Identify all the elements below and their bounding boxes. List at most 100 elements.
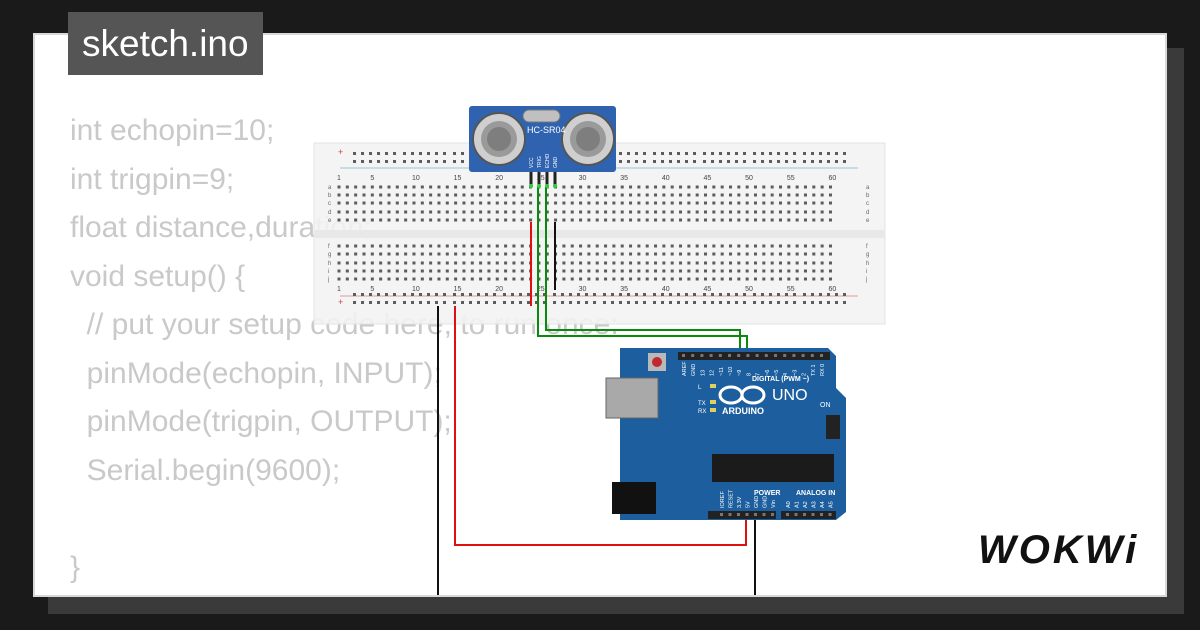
column-number: 50: [745, 175, 753, 182]
digital-pin-label: 2: [802, 373, 808, 376]
on-label: ON: [820, 402, 831, 409]
code-line: pinMode(echopin, INPUT);: [70, 356, 442, 390]
arduino-uno-board[interactable]: UNO ARDUINO DIGITAL (PWM ~) POWER ANALOG…: [605, 348, 846, 520]
wires: [437, 186, 756, 595]
power-pin-label: 3.3V: [737, 496, 743, 508]
row-letter: d: [866, 210, 869, 216]
led-labels: L TX RX: [698, 384, 716, 415]
wire-green-trig[interactable]: [537, 186, 748, 350]
row-letter: b: [866, 193, 870, 199]
row-letter: i: [866, 269, 867, 275]
column-number: 30: [579, 286, 587, 293]
power-pin-label: GND: [763, 496, 769, 508]
column-number: 25: [537, 175, 545, 182]
row-letter: h: [328, 261, 331, 267]
sensor-receiver: [561, 112, 615, 166]
power-pin-label: 5V: [746, 501, 752, 508]
code-line: [70, 495, 619, 544]
column-number: 40: [662, 286, 670, 293]
arduino-brand: ARDUINO: [722, 406, 764, 416]
sensor-pin-label: ECHO: [545, 153, 551, 168]
code-line: }: [70, 550, 81, 584]
column-number: 35: [620, 286, 628, 293]
sensor-pin-label: TRIG: [537, 156, 543, 168]
column-number: 10: [412, 175, 420, 182]
column-number: 35: [620, 175, 628, 182]
svg-text:+: +: [338, 297, 343, 307]
sensor-pin[interactable]: [529, 172, 533, 186]
digital-pin-label: 7: [756, 373, 762, 376]
analog-pin-label: A1: [795, 501, 801, 508]
analog-label: ANALOG IN: [796, 490, 835, 497]
digital-pin-label: 12: [710, 370, 716, 376]
power-pin-label: Vin: [771, 500, 777, 508]
sensor-pin-label: GND: [553, 157, 559, 169]
column-number: 10: [412, 286, 420, 293]
power-pin-label: RESET: [729, 489, 735, 508]
column-number: 30: [579, 175, 587, 182]
digital-pin-label: RX 0: [820, 364, 826, 376]
column-number: 40: [662, 175, 670, 182]
breadboard-holes: [337, 152, 846, 304]
digital-pin-label: 4: [783, 373, 789, 376]
column-number: 15: [454, 175, 462, 182]
digital-label: DIGITAL (PWM ~): [752, 376, 809, 383]
column-number: 55: [787, 286, 795, 293]
wokwi-logo: WOKWi: [978, 528, 1140, 572]
digital-pin-label: ~5: [774, 370, 780, 376]
power-pin-label: GND: [754, 496, 760, 508]
row-letter: h: [866, 261, 869, 267]
sensor-pin[interactable]: [553, 172, 557, 186]
power-jack: [612, 482, 656, 514]
column-number: 55: [787, 175, 795, 182]
wire-red-5v[interactable]: [454, 306, 747, 546]
led-label: L: [698, 385, 702, 391]
sensor-pin[interactable]: [537, 172, 541, 186]
row-letter: g: [328, 252, 331, 258]
row-letter: d: [328, 210, 331, 216]
sensor-transmitter: [472, 112, 526, 166]
header-digital[interactable]: [678, 352, 830, 360]
digital-pin-label: ~11: [719, 367, 725, 376]
column-number: 50: [745, 286, 753, 293]
header-power[interactable]: [708, 511, 776, 519]
row-letter: c: [328, 201, 331, 207]
file-title: sketch.ino: [68, 12, 263, 75]
power-pin-label: IOREF: [720, 491, 726, 508]
wire-green-echo[interactable]: [545, 186, 741, 350]
digital-pin-label: ~10: [728, 367, 734, 376]
digital-pin-label: ~9: [737, 370, 743, 376]
digital-pin-label: AREF: [682, 361, 688, 376]
digital-pin-label: GND: [691, 364, 697, 376]
row-letter: i: [328, 269, 329, 275]
digital-pin-label: 8: [746, 373, 752, 376]
column-number: 45: [704, 286, 712, 293]
row-letter: j: [327, 277, 329, 283]
sensor-pin[interactable]: [545, 172, 549, 186]
column-number: 60: [828, 286, 836, 293]
column-number: 5: [370, 175, 374, 182]
svg-text:+: +: [338, 147, 343, 157]
analog-pin-label: A5: [829, 501, 835, 508]
code-line: pinMode(trigpin, OUTPUT);: [70, 405, 452, 438]
led-label: RX: [698, 409, 706, 415]
column-number: 60: [828, 175, 836, 182]
row-letter: e: [866, 218, 870, 224]
row-letter: c: [866, 201, 869, 207]
led-label: TX: [698, 401, 706, 407]
analog-pin-label: A3: [812, 501, 818, 508]
column-number: 1: [337, 175, 341, 182]
digital-pin-label: 13: [700, 370, 706, 376]
column-number: 20: [495, 286, 503, 293]
analog-pin-label: A2: [803, 501, 809, 508]
header-analog[interactable]: [781, 511, 836, 519]
arduino-logo: [718, 385, 766, 405]
